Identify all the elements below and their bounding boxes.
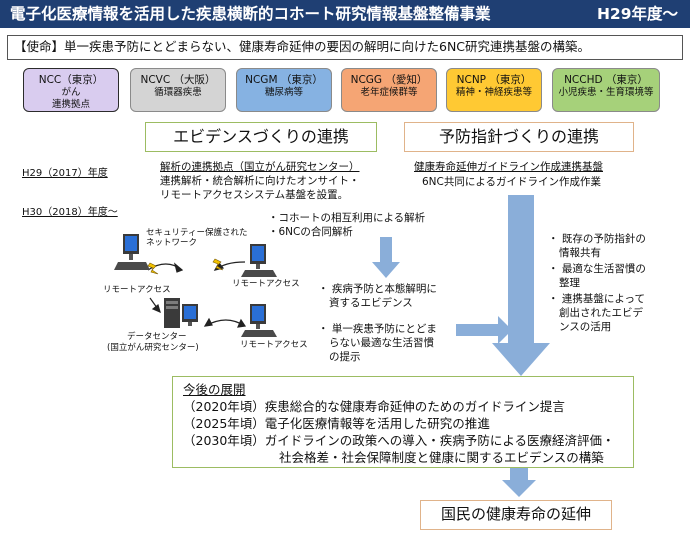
arrow-down-left xyxy=(372,237,400,278)
server-icon xyxy=(164,298,198,328)
remote-access-label-3: リモートアクセス xyxy=(240,340,308,350)
network-label-2: ネットワーク xyxy=(146,238,198,248)
institution-ncnp: NCNP （東京） 精神・神経疾患等 xyxy=(446,68,542,112)
header-prevention-guideline-collaboration: 予防指針づくりの連携 xyxy=(404,122,634,152)
left-bullet-joint: ・6NCの合同解析 xyxy=(268,226,353,238)
left-base-title: 解析の連携拠点（国立がん研究センター） xyxy=(160,161,360,173)
year-label-h29: H29（2017）年度 xyxy=(22,168,108,179)
computer-icon xyxy=(241,244,277,277)
page-title-year: H29年度～ xyxy=(596,5,678,23)
right-bullet-3b: 創出されたエビデ xyxy=(559,307,643,319)
future-item-2030: （2030年頃）ガイドラインの政策への導入・疾病予防による医療経済評価・ xyxy=(183,433,615,448)
computer-icon xyxy=(114,234,150,270)
right-bullet-3c: ンスの活用 xyxy=(559,321,612,333)
institution-ncchd: NCCHD （東京） 小児疾患・生育環境等 xyxy=(552,68,660,112)
outcome-evidence-1: ・ 疾病予防と本態解明に xyxy=(318,283,437,295)
institution-ncgg: NCGG （愛知） 老年症候群等 xyxy=(341,68,437,112)
lightning-icon xyxy=(147,258,224,275)
page-title-bar: 電子化医療情報を活用した疾患横断的コホート研究情報基盤整備事業 H29年度～ xyxy=(0,0,690,28)
outcome-evidence-2: ・ 単一疾患予防にとどま xyxy=(318,323,437,335)
computer-icon xyxy=(241,304,277,337)
left-base-desc-1: 連携解析・統合解析に向けたオンサイト・ xyxy=(160,175,360,187)
network-label: セキュリティー保護された xyxy=(146,228,248,238)
left-base-desc-2: リモートアクセスシステム基盤を設置。 xyxy=(160,189,349,201)
data-center-sublabel: (国立がん研究センター) xyxy=(107,343,199,353)
mission-statement: 【使命】単一疾患予防にとどまらない、健康寿命延伸の要因の解明に向けた6NC研究連… xyxy=(7,35,683,60)
arrow-down-goal xyxy=(502,468,536,497)
right-bullet-1: ・ 既存の予防指針の xyxy=(548,233,646,245)
right-bullet-2: ・ 最適な生活習慣の xyxy=(548,263,646,275)
right-bullet-3: ・ 連携基盤によって xyxy=(548,293,645,305)
left-bullet-cohort: ・コホートの相互利用による解析 xyxy=(268,212,426,224)
future-heading: 今後の展開 xyxy=(183,382,246,397)
year-label-h30: H30（2018）年度～ xyxy=(22,207,118,218)
future-item-2030-cont: 社会格差・社会保障制度と健康に関するエビデンスの構築 xyxy=(279,450,604,465)
right-bullet-2b: 整理 xyxy=(559,277,580,289)
arrow-down-right xyxy=(492,195,550,376)
page-title: 電子化医療情報を活用した疾患横断的コホート研究情報基盤整備事業 xyxy=(10,5,491,23)
right-base-desc: 6NC共同によるガイドライン作成作業 xyxy=(422,176,602,188)
future-item-2020: （2020年頃）疾患総合的な健康寿命延伸のためのガイドライン提言 xyxy=(183,399,565,414)
goal-box: 国民の健康寿命の延伸 xyxy=(420,500,612,530)
remote-access-label-2: リモートアクセス xyxy=(232,279,300,289)
right-base-title: 健康寿命延伸ガイドライン作成連携基盤 xyxy=(414,161,603,173)
institution-ncvc: NCVC （大阪） 循環器疾患 xyxy=(130,68,226,112)
future-plan-box: 今後の展開 （2020年頃）疾患総合的な健康寿命延伸のためのガイドライン提言 （… xyxy=(172,376,634,468)
arrow-right xyxy=(456,316,512,344)
outcome-evidence-2b: らない最適な生活習慣 xyxy=(329,337,434,349)
outcome-evidence-1b: 資するエビデンス xyxy=(329,297,413,309)
future-item-2025: （2025年頃）電子化医療情報等を活用した研究の推進 xyxy=(183,416,490,431)
remote-access-label-1: リモートアクセス xyxy=(103,285,171,295)
header-evidence-collaboration: エビデンスづくりの連携 xyxy=(145,122,377,152)
data-center-label: データセンター xyxy=(127,332,187,342)
institution-ncgm: NCGM （東京） 糖尿病等 xyxy=(236,68,332,112)
institution-ncc: NCC（東京） がん 連携拠点 xyxy=(23,68,119,112)
right-bullet-1b: 情報共有 xyxy=(559,247,601,259)
outcome-evidence-2c: の提示 xyxy=(329,351,361,363)
